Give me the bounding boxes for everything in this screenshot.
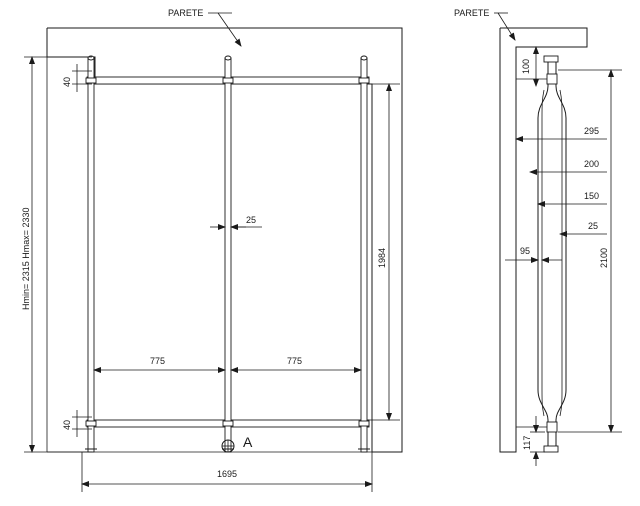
tube-width-text: 25	[588, 221, 598, 231]
front-wall-label: PARETE	[168, 8, 242, 47]
height-dimension-text: Hmin= 2315 Hmax= 2330	[21, 207, 31, 310]
side-height-dimension: 2100	[558, 69, 622, 433]
side-wall-label-text: PARETE	[454, 8, 489, 18]
side-bottom-offset-dimension: 117	[522, 416, 545, 466]
depth-mid-dimension: 200	[529, 159, 607, 175]
depth-outer-text: 295	[584, 126, 599, 136]
top-offset-dimension: 40	[62, 64, 92, 92]
inner-height-text: 1984	[377, 248, 387, 268]
front-view: PARETE	[21, 8, 403, 492]
bottom-offset-text: 40	[62, 420, 72, 430]
section-marker: A	[221, 434, 253, 453]
depth-inner-text: 150	[584, 191, 599, 201]
side-height-text: 2100	[599, 248, 609, 268]
bar-width-dimension: 25	[210, 215, 262, 230]
top-offset-text: 40	[62, 77, 72, 87]
bottom-offset-dimension: 40	[62, 410, 92, 437]
side-view: PARETE 100 210	[454, 8, 622, 466]
tube-offset-text: 95	[520, 246, 530, 256]
side-top-offset-dimension: 100	[521, 46, 539, 87]
height-dimension: Hmin= 2315 Hmax= 2330	[21, 56, 92, 453]
side-top-offset-text: 100	[521, 59, 531, 74]
front-wall-label-text: PARETE	[168, 8, 203, 18]
radiator-profile	[516, 55, 567, 453]
right-span-text: 775	[287, 356, 302, 366]
total-width-dimension: 1695	[81, 452, 373, 492]
front-tubes	[85, 55, 370, 453]
tube-left	[87, 57, 95, 453]
tube-center	[224, 57, 232, 453]
bar-width-text: 25	[246, 215, 256, 225]
side-bottom-offset-text: 117	[522, 436, 532, 450]
front-wall	[46, 27, 403, 453]
inner-height-dimension: 1984	[368, 83, 400, 421]
tube-offset-dimension: 95	[505, 246, 562, 263]
depth-outer-dimension: 295	[515, 126, 607, 142]
section-marker-label: A	[243, 434, 253, 450]
side-wall	[499, 27, 588, 453]
left-span-text: 775	[150, 356, 165, 366]
span-dimensions: 775 775	[93, 356, 362, 373]
total-width-text: 1695	[217, 469, 237, 479]
side-wall-label: PARETE	[454, 8, 516, 41]
tube-width-dimension: 25	[559, 221, 607, 237]
tube-right	[360, 57, 368, 453]
depth-mid-text: 200	[584, 159, 599, 169]
depth-inner-dimension: 150	[537, 191, 607, 207]
